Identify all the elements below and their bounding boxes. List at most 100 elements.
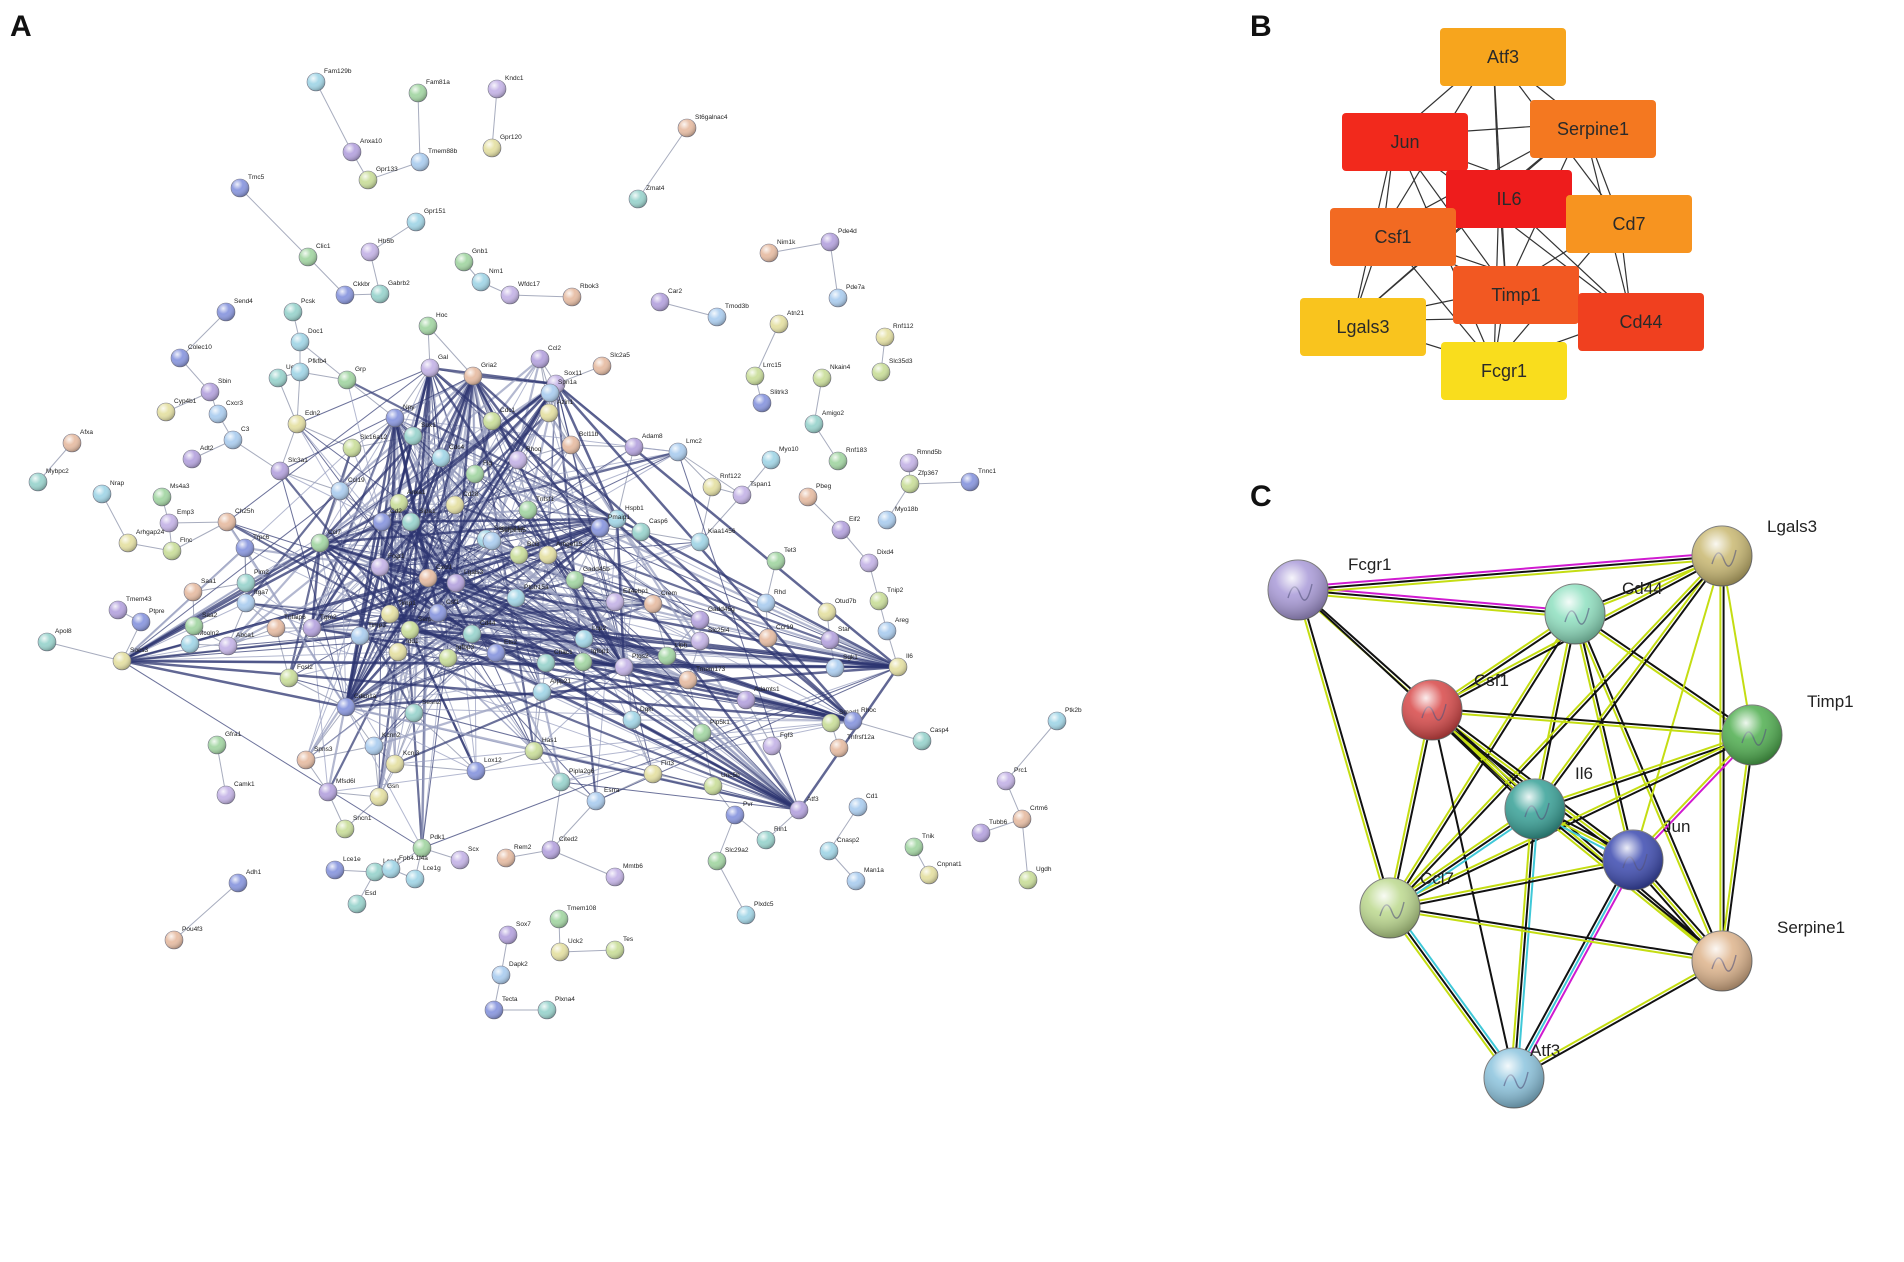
svg-text:Rhoq: Rhoq: [526, 446, 542, 453]
node-ccl2: Ccl2: [530, 345, 561, 369]
svg-text:Chac1: Chac1: [554, 649, 573, 656]
edge-c: [1297, 592, 1575, 619]
edge-c: [1510, 857, 1632, 1077]
svg-text:Star: Star: [838, 626, 851, 633]
svg-text:Serpine1: Serpine1: [418, 616, 444, 623]
node-tnnc1: Tnnc1: [960, 468, 996, 492]
node-adt2: Adt2: [182, 445, 214, 469]
node-cd44: Cd44: [1544, 579, 1663, 645]
node-star: Star: [820, 626, 851, 650]
svg-text:Fgf3: Fgf3: [780, 732, 793, 739]
node-fcgr1: Fcgr1: [1267, 555, 1391, 621]
svg-text:Lgals3: Lgals3: [1336, 317, 1389, 337]
node-tmem88b: Tmem88b: [410, 148, 458, 172]
node-htr5b: Htr5b: [360, 238, 394, 262]
node-ccl7: Ccl7: [1359, 869, 1454, 939]
svg-text:Gnb1: Gnb1: [472, 248, 488, 255]
node-rnf112: Rnf112: [875, 323, 914, 347]
svg-text:Myo10: Myo10: [779, 446, 799, 453]
node-gal: Gal: [420, 354, 449, 378]
node-gria2: Gria2: [463, 362, 497, 386]
node-cd1: Cd1: [848, 793, 878, 817]
svg-text:Has1: Has1: [542, 737, 558, 744]
node-ptpre: Ptpre: [131, 608, 165, 632]
svg-text:Nim1k: Nim1k: [777, 239, 796, 246]
edge-c: [1532, 613, 1575, 809]
svg-text:Pvr: Pvr: [743, 801, 754, 808]
svg-text:Pipla2g6: Pipla2g6: [569, 768, 595, 775]
node-atf3: Atf3: [1440, 28, 1566, 86]
svg-text:Slc25l4: Slc25l4: [708, 627, 730, 634]
edge-c: [1515, 861, 1637, 1081]
svg-text:Gsn: Gsn: [387, 783, 399, 790]
svg-text:Serpina1a: Serpina1a: [494, 525, 524, 532]
node-serpinb5: Serpinb5: [482, 527, 526, 551]
node-sncn1: Sncn1: [335, 815, 372, 839]
node-ccl19: Ccl19: [330, 477, 365, 501]
node-npy: Npy: [385, 404, 415, 428]
svg-text:Liph: Liph: [675, 642, 688, 649]
node-lgals3: Lgals3: [446, 569, 484, 593]
node-socs3: Socs3: [112, 647, 148, 671]
node-otud7b: Otud7b: [817, 598, 857, 622]
svg-text:Cd2: Cd2: [390, 508, 402, 515]
svg-text:Ckkbr: Ckkbr: [353, 281, 371, 288]
edge-c: [1572, 614, 1722, 963]
svg-text:Tmem88b: Tmem88b: [428, 148, 458, 155]
svg-text:Eif4ebp1: Eif4ebp1: [623, 588, 649, 595]
svg-text:Pde4d: Pde4d: [838, 228, 857, 235]
node-timp1: Timp1: [380, 600, 416, 624]
svg-text:Gadd45g: Gadd45g: [708, 606, 735, 613]
svg-text:Cdc1: Cdc1: [500, 407, 516, 414]
panel-letter-a: A: [10, 10, 32, 43]
svg-text:Ets2: Ets2: [504, 639, 517, 646]
node-lox12: Lox12: [466, 757, 502, 781]
svg-text:Serpine1: Serpine1: [1777, 918, 1845, 937]
svg-text:Htr5b: Htr5b: [378, 238, 394, 245]
edge-c: [1387, 612, 1575, 908]
svg-text:Amigo2: Amigo2: [822, 410, 844, 417]
svg-text:Adt2: Adt2: [200, 445, 214, 452]
node-fpb4-1l4a: Fpb4.1l4a: [381, 855, 428, 879]
edge-c: [1431, 710, 1752, 738]
node-tmem173: Tmem173: [678, 666, 726, 690]
node-gsn: Gsn: [369, 783, 399, 807]
node-serpine1: Serpine1: [400, 616, 444, 640]
svg-text:Slc35d3: Slc35d3: [889, 358, 913, 365]
svg-text:Serpine1: Serpine1: [1557, 119, 1629, 139]
svg-text:Man1a: Man1a: [864, 867, 884, 874]
node-igfbp1: Igfbp1: [573, 648, 609, 672]
svg-text:Pou4f3: Pou4f3: [182, 926, 203, 933]
svg-text:Tmc5: Tmc5: [248, 174, 265, 181]
node-clic1: Clic1: [298, 243, 331, 267]
node-cdkn1a: Cdkn1a: [336, 693, 377, 717]
node-csf1: Csf1: [1401, 671, 1509, 741]
node-pim2: Pim2: [236, 569, 269, 593]
svg-text:Ms4a3: Ms4a3: [170, 483, 190, 490]
node-cyp4b1: Cyp4b1: [156, 398, 197, 422]
node-tnik: Tnik: [904, 833, 935, 857]
node-rnf183: Rnf183: [828, 447, 867, 471]
node-atf3: Atf3: [789, 796, 819, 820]
node-gadd45b: Gadd45b: [565, 566, 610, 590]
node-tmod3b: Tmod3b: [707, 303, 749, 327]
svg-text:Sgk1: Sgk1: [843, 654, 858, 661]
svg-text:Sesn2: Sesn2: [422, 699, 441, 706]
node-nrn1: Nrn1: [471, 268, 503, 292]
svg-text:Rmnd5b: Rmnd5b: [917, 449, 942, 456]
edge-c: [1297, 551, 1722, 588]
svg-text:Tmem173: Tmem173: [696, 666, 726, 673]
svg-text:Tmod3b: Tmod3b: [725, 303, 749, 310]
svg-text:Cd1: Cd1: [866, 793, 878, 800]
svg-text:Arhgef15: Arhgef15: [556, 541, 583, 548]
svg-text:C3: C3: [241, 426, 250, 433]
node-sgk1: Sgk1: [825, 654, 858, 678]
svg-text:Kiaa1456: Kiaa1456: [708, 528, 736, 535]
svg-text:Gpr133: Gpr133: [376, 166, 398, 173]
node-rhoc: Rhoc: [843, 707, 877, 731]
node-tet3: Tet3: [766, 547, 797, 571]
node-tmem43: Tmem43: [108, 596, 152, 620]
svg-text:Slc16a12: Slc16a12: [360, 434, 387, 441]
svg-text:Csf1: Csf1: [446, 599, 460, 606]
node-slc29a2: Slc29a2: [707, 847, 749, 871]
